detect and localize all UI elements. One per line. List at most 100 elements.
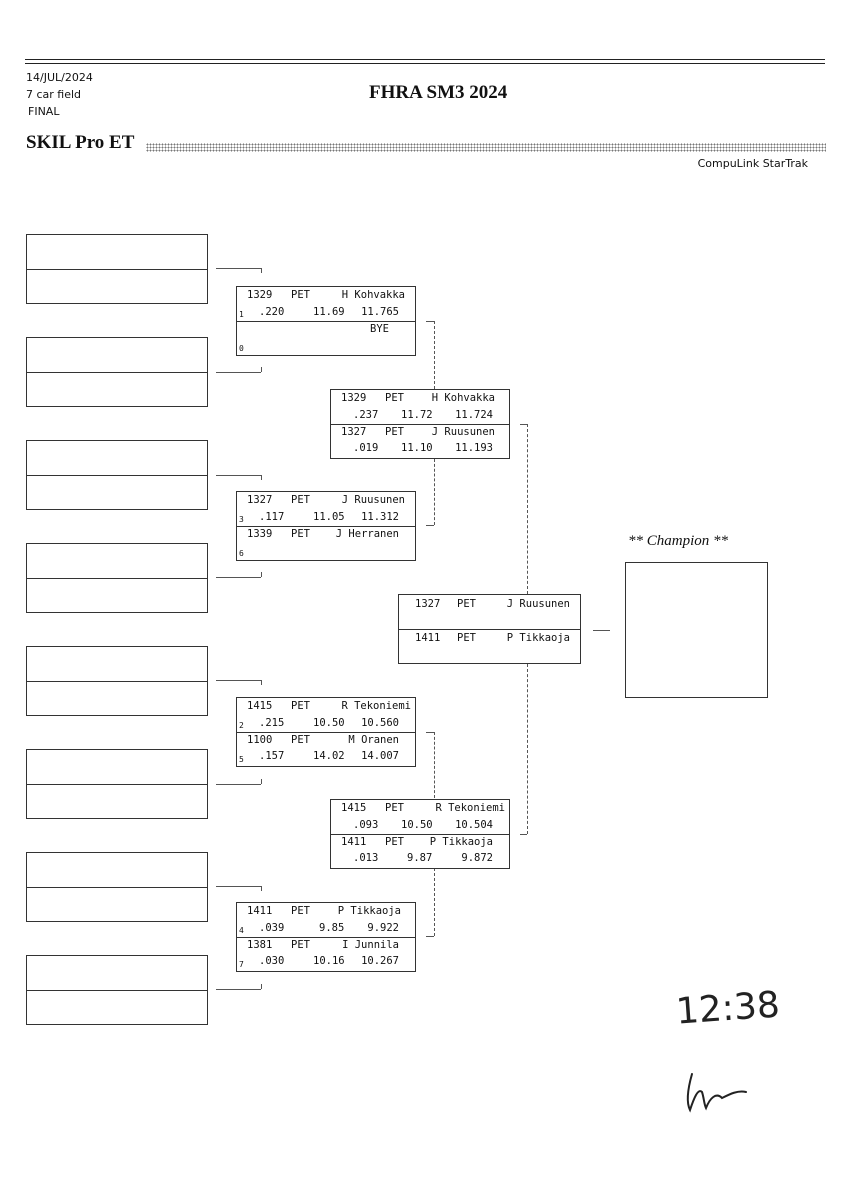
seed-number: 7 xyxy=(239,960,244,969)
connector xyxy=(520,424,527,425)
seed-number: 6 xyxy=(239,549,244,558)
reaction-time: .237 xyxy=(353,409,379,421)
lane-divider xyxy=(331,834,509,835)
top-rule xyxy=(25,59,825,60)
lane-divider xyxy=(237,321,415,322)
car-class: PET xyxy=(291,905,310,917)
dial-in: 10.50 xyxy=(401,819,433,831)
car-number: 1415 xyxy=(341,802,367,814)
connector xyxy=(593,630,610,631)
round1-match-1: 1329 PET H Kohvakka 1 .220 11.69 11.765 … xyxy=(236,286,416,356)
handwritten-time: 12:38 xyxy=(674,984,782,1033)
dial-in: 10.16 xyxy=(313,955,345,967)
reaction-time: .030 xyxy=(259,955,285,967)
connector xyxy=(434,732,435,798)
entry-slot xyxy=(26,543,208,613)
class-title: SKIL Pro ET xyxy=(26,132,135,153)
connector xyxy=(527,664,528,834)
seed-number: 5 xyxy=(239,755,244,764)
champion-label: ** Champion ** xyxy=(628,533,729,549)
seed-number: 4 xyxy=(239,926,244,935)
connector xyxy=(261,680,262,685)
champion-box xyxy=(625,562,768,698)
car-number: 1411 xyxy=(341,836,367,848)
handwritten-signature xyxy=(686,1073,747,1113)
car-class: PET xyxy=(385,802,404,814)
connector xyxy=(434,459,435,525)
elapsed-time: 14.007 xyxy=(361,750,399,762)
driver-name: J Ruusunen xyxy=(341,494,405,506)
entry-slot xyxy=(26,646,208,716)
car-class: PET xyxy=(291,939,310,951)
connector xyxy=(261,367,262,372)
driver-name: P Tikkaoja xyxy=(506,632,570,644)
connector xyxy=(434,868,435,936)
elapsed-time: 9.922 xyxy=(367,922,399,934)
dial-in: 11.10 xyxy=(401,442,433,454)
dial-in: 11.72 xyxy=(401,409,433,421)
elapsed-time: 11.724 xyxy=(455,409,493,421)
car-number: 1327 xyxy=(415,598,441,610)
connector xyxy=(216,784,261,785)
car-number: 1329 xyxy=(247,289,273,301)
seed-number: 0 xyxy=(239,344,244,353)
connector xyxy=(261,572,262,577)
seed-number: 2 xyxy=(239,721,244,730)
elapsed-time: 9.872 xyxy=(461,852,493,864)
elapsed-time: 11.765 xyxy=(361,306,399,318)
round1-match-3: 1415 PET R Tekoniemi 2 .215 10.50 10.560… xyxy=(236,697,416,767)
driver-name: M Oranen xyxy=(348,734,399,746)
lane-divider xyxy=(237,937,415,938)
entry-slot xyxy=(26,337,208,407)
top-rule-2 xyxy=(25,63,825,64)
driver-name: H Kohvakka xyxy=(341,289,405,301)
connector xyxy=(216,268,261,269)
driver-name: R Tekoniemi xyxy=(341,700,411,712)
connector xyxy=(426,732,434,733)
connector xyxy=(261,984,262,989)
round2-match-1: 1329 PET H Kohvakka .237 11.72 11.724 13… xyxy=(330,389,510,459)
reaction-time: .039 xyxy=(259,922,285,934)
connector xyxy=(426,936,434,937)
lane-divider xyxy=(237,732,415,733)
elapsed-time: 10.560 xyxy=(361,717,399,729)
car-number: 1327 xyxy=(341,426,367,438)
entry-slot xyxy=(26,440,208,510)
car-number: 1327 xyxy=(247,494,273,506)
car-class: PET xyxy=(385,392,404,404)
dial-in: 10.50 xyxy=(313,717,345,729)
elapsed-time: 11.312 xyxy=(361,511,399,523)
event-date: 14/JUL/2024 xyxy=(26,71,93,84)
car-class: PET xyxy=(291,700,310,712)
dial-in: 14.02 xyxy=(313,750,345,762)
car-class: PET xyxy=(385,426,404,438)
reaction-time: .117 xyxy=(259,511,285,523)
connector xyxy=(261,886,262,891)
car-number: 1329 xyxy=(341,392,367,404)
connector xyxy=(216,886,261,887)
round2-match-2: 1415 PET R Tekoniemi .093 10.50 10.504 1… xyxy=(330,799,510,869)
driver-name: J Herranen xyxy=(335,528,399,540)
lane-divider xyxy=(399,629,580,630)
connector xyxy=(216,989,261,990)
driver-name: J Ruusunen xyxy=(431,426,495,438)
round-name: FINAL xyxy=(28,105,60,118)
entry-slot xyxy=(26,234,208,304)
seed-number: 1 xyxy=(239,310,244,319)
dotted-band xyxy=(146,143,826,152)
car-number: 1339 xyxy=(247,528,273,540)
connector xyxy=(426,321,434,322)
event-title: FHRA SM3 2024 xyxy=(369,82,508,103)
entry-slot xyxy=(26,955,208,1025)
driver-name: BYE xyxy=(370,323,389,335)
connector xyxy=(216,577,261,578)
dial-in: 9.87 xyxy=(407,852,433,864)
connector xyxy=(426,525,434,526)
connector xyxy=(216,372,261,373)
reaction-time: .093 xyxy=(353,819,379,831)
round1-match-4: 1411 PET P Tikkaoja 4 .039 9.85 9.922 13… xyxy=(236,902,416,972)
lane-divider xyxy=(331,424,509,425)
lane-divider xyxy=(237,526,415,527)
entry-slot xyxy=(26,749,208,819)
reaction-time: .157 xyxy=(259,750,285,762)
